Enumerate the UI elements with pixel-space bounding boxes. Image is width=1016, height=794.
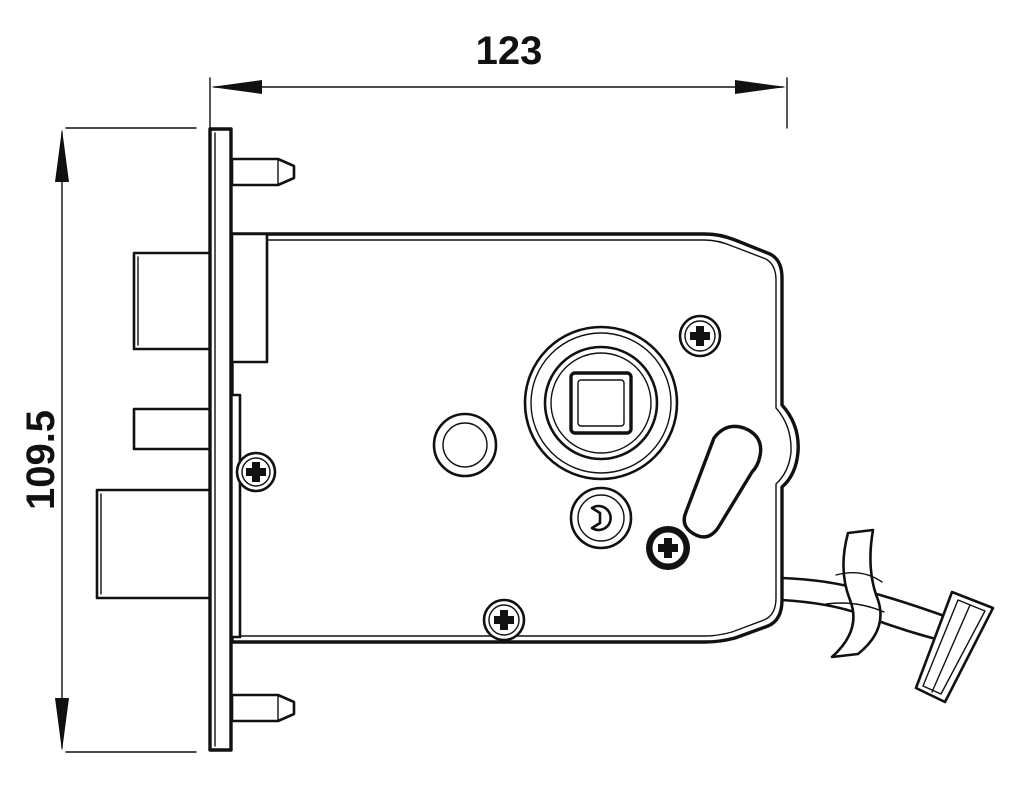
wire-break-symbol [830,528,882,659]
faceplate-bar [208,127,233,752]
width-dimension: 123 [209,29,788,129]
screws [235,314,722,642]
round-hole [432,412,498,478]
square-spindle-hub [523,325,679,481]
latch-guide [230,232,269,364]
mounting-pin-top [230,157,296,187]
key-slot [682,424,763,539]
width-arrow-left-icon [211,80,262,94]
dead-bolt [95,488,214,600]
cylinder-cam [569,486,633,550]
wire-harness [780,528,952,659]
bolts [95,251,214,600]
width-label: 123 [476,29,543,73]
screw-top-right-icon [678,314,722,358]
height-label: 109.5 [19,410,63,510]
height-arrow-bottom-icon [55,698,69,751]
faceplate [208,127,296,752]
height-arrow-top-icon [55,129,69,182]
auxiliary-latch [132,407,214,451]
screw-bottom-icon [482,598,526,642]
screw-faceplate-icon [235,451,277,493]
height-dimension: 109.5 [19,127,197,753]
width-arrow-right-icon [735,80,786,94]
mounting-pin-bottom [230,693,296,723]
screw-black-icon [646,526,690,570]
connector-plug [914,590,995,704]
latch-bolt [132,251,214,351]
